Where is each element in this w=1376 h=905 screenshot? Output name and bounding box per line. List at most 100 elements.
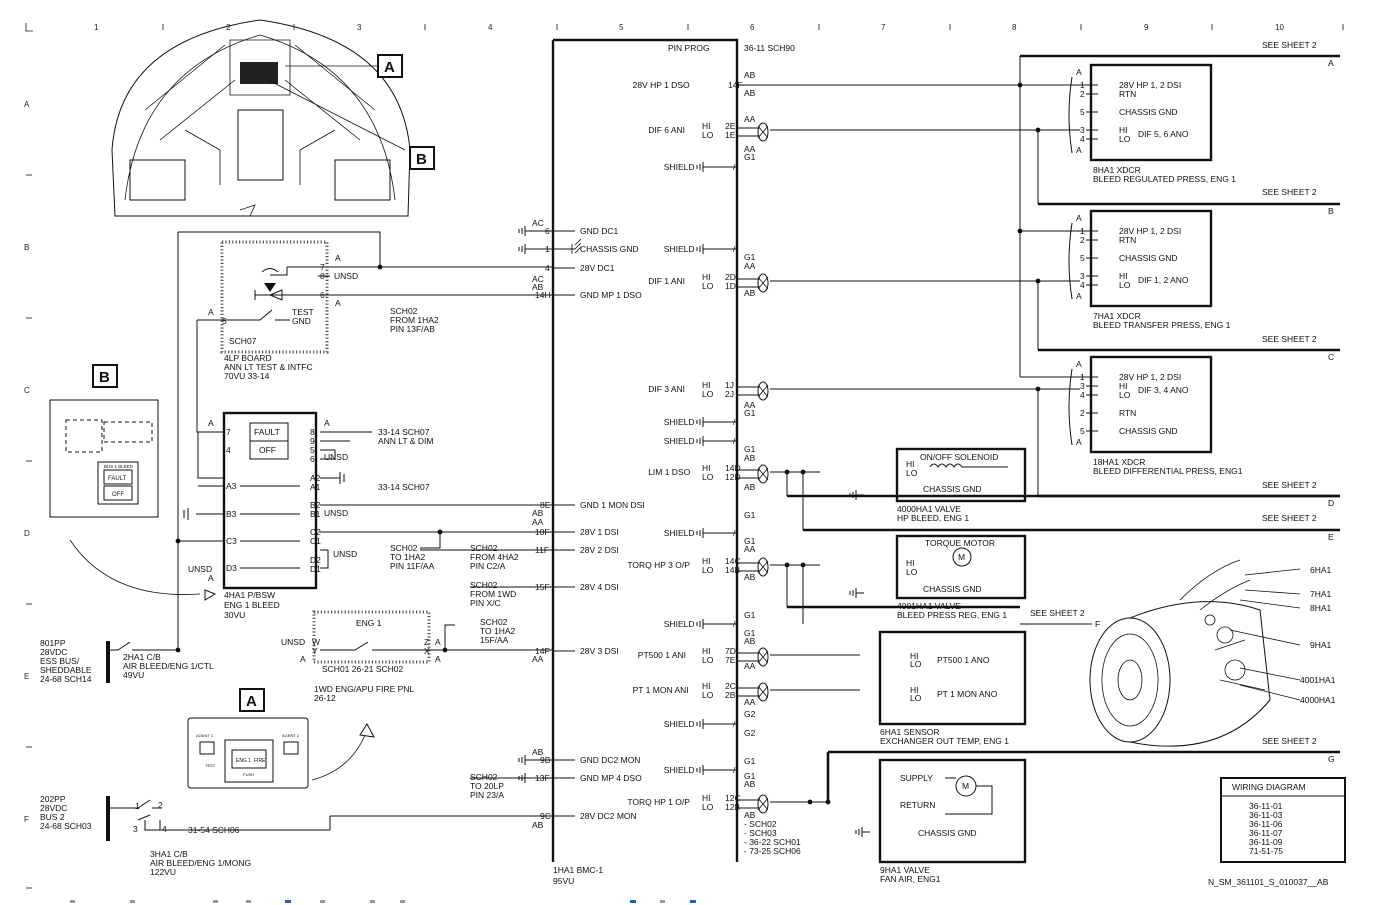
wiring-ref: 36-11-09 (1249, 837, 1283, 847)
fire-pin-x: X (424, 646, 430, 656)
wire-label: AA (532, 517, 544, 527)
xdcr-pin-number: 2 (1080, 89, 1085, 99)
pbsw-unsd-1: UNSD (324, 452, 348, 462)
xdcr-id: 18HA1 XDCR (1093, 457, 1145, 467)
pbsw-loc: 30VU (224, 610, 245, 620)
valve-desc: HP BLEED, ENG 1 (897, 513, 969, 523)
bmc-signal-label: DIF 3 ANI (648, 384, 685, 394)
bus-bar-2 (106, 796, 110, 841)
shield-slash: / (733, 765, 736, 775)
wire-label: A (208, 418, 214, 428)
wire-label: AA (744, 144, 756, 154)
pbsw-right-pin: C1 (310, 536, 321, 546)
grid-col-label: 1 (94, 23, 99, 32)
see-sheet-target: B (1328, 206, 1334, 216)
wire-label: AB (532, 747, 544, 757)
wire-label: AB (744, 88, 756, 98)
panel-a-push: PUSH (243, 772, 254, 777)
breaker-1-l1: 2HA1 C/B (123, 652, 161, 662)
xdcr-diff-label: DIF 5, 6 ANO (1138, 129, 1189, 139)
grid-col-label: 7 (881, 23, 886, 32)
power-source-line: BUS 2 (40, 812, 65, 822)
twisted-pair-icon (757, 273, 769, 293)
wire-label: G1 (744, 408, 756, 418)
bmc-right-pin: 14C (725, 556, 741, 566)
grid-row-label: C (24, 386, 30, 395)
panel-a-detail: A ENG 1 FIRE PUSH AGENT 1 AGENT 2 TEST (187, 688, 375, 789)
page-edge-mark (630, 900, 636, 903)
p-bsw: FAULT OFF 4HA1 P/BSW ENG 1 BLEED 30VU 74… (178, 411, 553, 620)
bmc-right-pin: 2C (725, 681, 736, 691)
shield-slash: / (733, 719, 736, 729)
xdcr-pin-label: HI (1119, 125, 1128, 135)
pbsw-id: 4HA1 P/BSW (224, 590, 275, 600)
see-sheet-label: SEE SHEET 2 (1262, 187, 1317, 197)
xdcr-id: 8HA1 XDCR (1093, 165, 1141, 175)
lo-label: LO (702, 690, 714, 700)
lo-label: LO (702, 281, 714, 291)
bmc-signal-label: PT500 1 ANI (638, 650, 686, 660)
breaker-1-l2: AIR BLEED/ENG 1/CTL (123, 661, 214, 671)
xdcr-pin-label: RTN (1119, 408, 1136, 418)
see-sheet-target: F (1095, 619, 1100, 629)
engine-component-label: 8HA1 (1310, 603, 1332, 613)
xdcr-pin-number: 3 (1080, 271, 1085, 281)
page-edge-mark (690, 900, 696, 903)
schematic-ref-line: SCH02 (390, 306, 418, 316)
breaker-2-l1: 3HA1 C/B (150, 849, 188, 859)
board-id-text: 4LP (224, 353, 239, 363)
wire-label: AB (744, 453, 756, 463)
bmc-ref: - SCH03 (744, 828, 777, 838)
pbsw-right-pin: 6 (310, 454, 315, 464)
schematic-ref-line: TO 1HA2 (480, 626, 516, 636)
pbsw-ref-2: ANN LT & DIM (378, 436, 433, 446)
xdcr-pin-label: HI (1119, 381, 1128, 391)
valve-pin: CHASSIS GND (923, 484, 982, 494)
fire-pin-z: Z (424, 637, 429, 647)
callout-letter: B (416, 151, 427, 168)
bmc-signal-label: SHIELD (664, 436, 695, 446)
ground-icon (696, 619, 711, 629)
see-sheet-label: SEE SHEET 2 (1262, 334, 1317, 344)
wire-label: A (1076, 67, 1082, 77)
panel-b-detail: B FAULT OFF BUS 1 BLEED (49, 364, 217, 601)
wire-label: AA (744, 114, 756, 124)
bmc-left-pin-label: 28V 4 DSI (580, 582, 619, 592)
see-sheet-target: G (1328, 754, 1335, 764)
schematic-ref-line: FROM 4HA2 (470, 552, 519, 562)
wire-label: A (1076, 213, 1082, 223)
page-edge-mark (320, 900, 325, 903)
sensor-desc: EXCHANGER OUT TEMP, ENG 1 (880, 736, 1009, 746)
bmc-right-pin: 1J (725, 380, 734, 390)
wire-label: G1 (744, 628, 756, 638)
shield-slash: / (733, 528, 736, 538)
breaker-1-l3: 49VU (123, 670, 144, 680)
wire-label-a: A (435, 654, 441, 664)
ground-icon (849, 588, 864, 598)
schematic-ref-line: TO 20LP (470, 781, 504, 791)
board-id: 4LP BOARD (224, 353, 272, 363)
bmc-left-pin-label: GND 1 MON DSI (580, 500, 645, 510)
page-edge-mark (660, 900, 665, 903)
breaker-2-l3: 122VU (150, 867, 176, 877)
hi-label: HI (702, 793, 711, 803)
board-loc: 70VU 33-14 (224, 371, 270, 381)
pbsw-unsd-3: UNSD (333, 549, 357, 559)
xdcr-pin-number: 2 (1080, 235, 1085, 245)
bmc-signal-label: TORQ HP 3 O/P (627, 560, 690, 570)
sensor-pin: HI (910, 685, 919, 695)
page-edge-mark (213, 900, 218, 903)
bmc-signal-label: SHIELD (664, 765, 695, 775)
fire-loc: 26-12 (314, 693, 336, 703)
pbsw-right-pin: 8 (310, 427, 315, 437)
valve-id: 4000HA1 VALVE (897, 504, 961, 514)
lo-label: LO (702, 389, 714, 399)
wire-label: A (1076, 291, 1082, 301)
pbsw-right-pin: B2 (310, 500, 321, 510)
bmc-left-pin-label: GND MP 4 DSO (580, 773, 642, 783)
bmc-right-pin: 2J (725, 389, 734, 399)
valve-id: 9HA1 VALVE (880, 865, 930, 875)
lo-label: LO (702, 565, 714, 575)
